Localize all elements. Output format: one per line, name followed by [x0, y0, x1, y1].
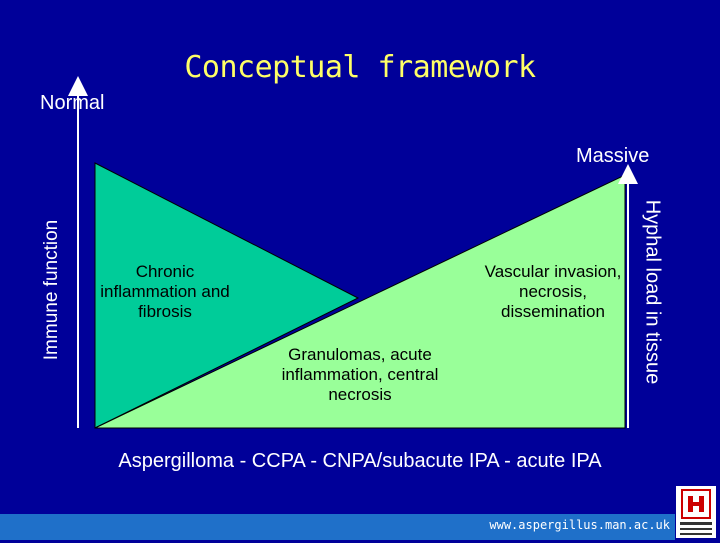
region-granulomas-label: Granulomas, acute inflammation, central …	[281, 345, 439, 404]
immune-function-axis-label: Immune function	[41, 219, 62, 361]
immune-function-region	[94, 162, 360, 429]
massive-label: Massive	[576, 145, 650, 167]
university-logo-icon	[676, 486, 716, 538]
normal-label: Normal	[40, 92, 105, 114]
disease-spectrum-label: Aspergilloma - CCPA - CNPA/subacute IPA …	[118, 450, 602, 472]
region-chronic-label: Chronic inflammation and fibrosis	[100, 262, 230, 321]
hyphal-load-axis-label: Hyphal load in tissue	[641, 199, 664, 385]
footer-url-link[interactable]: www.aspergillus.man.ac.uk	[489, 518, 670, 532]
region-vascular-label: Vascular invasion, necrosis, disseminati…	[484, 262, 622, 321]
slide-title: Conceptual framework	[184, 50, 536, 85]
footer-bar	[0, 514, 675, 540]
hyphal-load-region	[94, 174, 626, 429]
